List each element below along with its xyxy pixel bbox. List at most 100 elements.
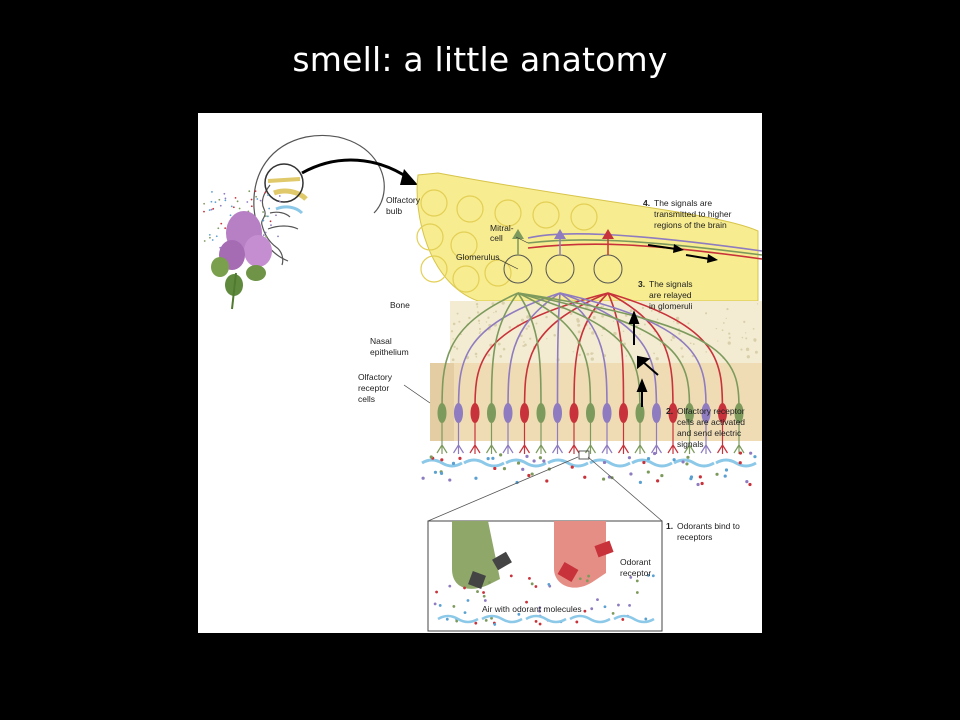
odorant-molecule <box>723 474 727 478</box>
glomeruli <box>503 229 623 284</box>
receptor-cilia <box>683 423 696 454</box>
receptor-axon <box>517 292 691 414</box>
arrow-to-detail <box>301 158 418 185</box>
step-4-text: 4. The signals are transmitted to higher… <box>643 198 732 230</box>
odorant-molecule <box>438 604 442 607</box>
bulb-glomerular-circle <box>494 199 522 227</box>
nasal-epithelium-layer <box>430 363 762 441</box>
svg-text:receptor: receptor <box>620 568 651 578</box>
svg-text:Nasal: Nasal <box>370 336 392 346</box>
scent-particle <box>254 190 257 193</box>
receptor-cilia <box>452 423 465 454</box>
label-glomerulus: Glomerulus <box>456 252 519 270</box>
figure-svg: Olfactory bulb Mitral- cell Glomerulus B… <box>203 134 762 632</box>
bulb-glomerular-circle <box>570 203 598 231</box>
odorant-molecule <box>627 456 632 460</box>
odorant-molecule <box>530 472 534 476</box>
scent-particle <box>278 195 281 197</box>
svg-text:Mitral-: Mitral- <box>490 223 514 233</box>
mitral-cell <box>602 229 614 239</box>
odorant-molecule <box>585 579 589 583</box>
scent-particle <box>214 201 217 204</box>
receptor-axon <box>517 292 641 414</box>
mitral-cell <box>554 229 566 239</box>
step-1-text: 1. Odorants bind to receptors <box>666 521 740 542</box>
scent-particle <box>246 201 249 203</box>
air-flow <box>589 458 631 468</box>
odorant-molecule <box>435 590 438 594</box>
odorant-molecule <box>452 605 456 608</box>
scent-particle <box>268 207 271 210</box>
odorant-molecule <box>545 479 549 483</box>
scent-particle <box>210 208 213 211</box>
receptor-axon <box>523 292 609 414</box>
odorant-molecule <box>538 622 542 626</box>
bulb-glomerular-circle <box>420 189 448 217</box>
receptor-cell-body <box>520 403 529 423</box>
receptor-axon <box>556 292 561 414</box>
axon-tract <box>527 232 762 263</box>
odorant-molecule <box>484 618 488 622</box>
odorant-molecule <box>590 607 594 611</box>
scent-particle <box>248 190 251 193</box>
receptor-cilia <box>502 423 514 454</box>
odorant-molecule <box>488 581 491 584</box>
scent-particle <box>264 215 267 218</box>
scent-particle <box>211 239 214 241</box>
odorant-molecule <box>525 454 529 458</box>
receptor-cilia <box>601 423 613 454</box>
scent-particle <box>220 222 223 225</box>
scent-particle <box>223 192 226 195</box>
svg-text:Odorant: Odorant <box>620 557 651 567</box>
odorant-molecule <box>685 462 689 466</box>
olfactory-anatomy-figure: Olfactory bulb Mitral- cell Glomerulus B… <box>198 113 762 633</box>
odorant-molecule <box>617 603 620 607</box>
svg-text:bulb: bulb <box>386 206 402 216</box>
receptor-cell-body <box>536 403 546 423</box>
svg-text:regions of the brain: regions of the brain <box>654 220 727 230</box>
odorant-molecule <box>528 576 531 580</box>
svg-text:The signals are: The signals are <box>654 198 712 208</box>
odorant-molecule <box>738 461 742 465</box>
step-2-text: 2. Olfactory receptor cells are activate… <box>666 406 745 449</box>
receptor-detail-inset <box>427 450 663 632</box>
receptor-cell-body <box>454 403 463 423</box>
odorant-molecule <box>532 459 536 463</box>
svg-text:receptors: receptors <box>677 532 712 542</box>
odorant-molecule <box>521 467 525 471</box>
odorant-molecule <box>516 461 521 465</box>
odorant-molecule <box>455 619 459 623</box>
svg-text:Olfactory receptor: Olfactory receptor <box>677 406 745 416</box>
air-flow <box>569 614 611 624</box>
scent-particle <box>236 200 239 203</box>
bulb-glomerular-circle <box>456 195 484 223</box>
odorant-molecule <box>646 457 651 461</box>
scent-particle <box>208 233 211 236</box>
scent-particle <box>230 205 233 208</box>
odorant-molecule <box>451 461 456 466</box>
odorant-molecule <box>646 470 650 474</box>
scent-particle <box>217 227 220 230</box>
scent-particle <box>210 200 213 203</box>
odorant-molecule <box>570 465 574 469</box>
label-olfactory-receptor-cells: Olfactory receptor cells <box>358 372 431 404</box>
scent-particle <box>256 198 259 200</box>
svg-text:1.: 1. <box>666 521 673 531</box>
svg-text:are relayed: are relayed <box>649 290 692 300</box>
odorant-molecule <box>440 458 444 462</box>
label-mitral-cell: Mitral- cell <box>490 223 529 244</box>
scent-particle <box>270 224 272 227</box>
olfactory-bulb <box>416 172 759 302</box>
air-flow <box>715 458 757 468</box>
svg-text:Glomerulus: Glomerulus <box>456 252 499 262</box>
scent-particle <box>262 219 265 222</box>
odorant-molecule <box>433 470 438 474</box>
odorant-molecule <box>689 477 693 481</box>
odorant-molecule <box>448 478 452 482</box>
scent-particle <box>264 191 267 194</box>
odorant-molecule <box>482 591 485 594</box>
bulb-glomerular-circle <box>450 231 478 259</box>
air-flow <box>481 614 523 624</box>
svg-text:Olfactory: Olfactory <box>386 195 421 205</box>
odorant-molecule <box>463 586 466 590</box>
